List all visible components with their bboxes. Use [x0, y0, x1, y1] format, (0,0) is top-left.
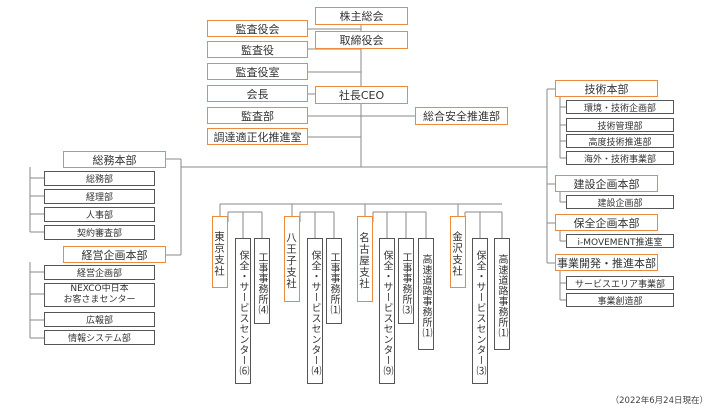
- hachioji-branch-box: 八王子支社: [284, 216, 300, 302]
- tokyo-construction-office-box: 工事事務所⑷: [254, 238, 270, 324]
- audit-board-box: 監査役会: [207, 20, 308, 37]
- pr-dept-box: 広報部: [44, 312, 155, 327]
- shareholders-meeting-box: 株主総会: [315, 7, 408, 25]
- customer-center-line1: NEXCO中日本: [70, 284, 129, 294]
- kanazawa-branch-box: 金沢支社: [450, 216, 466, 288]
- nagoya-expressway-office-box: 高速道路事務所⑴: [418, 238, 434, 350]
- kanazawa-maintenance-center-box: 保全・サービスセンター⑶: [472, 238, 488, 384]
- info-systems-dept-box: 情報システム部: [44, 330, 155, 345]
- i-movement-office-box: i-MOVEMENT推進室: [566, 234, 674, 248]
- hachioji-construction-office-box: 工事事務所⑴: [326, 238, 342, 324]
- procurement-office-box: 調達適正化推進室: [207, 128, 308, 145]
- nagoya-maintenance-center-box: 保全・サービスセンター⑼: [379, 238, 395, 384]
- customer-center-box: NEXCO中日本 お客さまセンター: [44, 283, 155, 307]
- as-of-date: （2022年6月24日現在）: [610, 396, 708, 406]
- management-planning-dept-box: 経営企画部: [44, 265, 155, 280]
- tech-management-box: 技術管理部: [566, 118, 674, 132]
- environment-tech-planning-box: 環境・技術企画部: [566, 100, 674, 114]
- maintenance-planning-hq-box: 保全企画本部: [555, 214, 658, 231]
- board-of-directors-box: 取締役会: [315, 31, 408, 49]
- audit-department-box: 監査部: [207, 107, 308, 124]
- advanced-tech-box: 高度技術推進部: [566, 134, 674, 148]
- contract-review-dept-box: 契約審査部: [44, 225, 155, 240]
- general-affairs-hq-box: 総務本部: [63, 151, 166, 168]
- construction-planning-dept-box: 建設企画部: [566, 195, 674, 209]
- kanazawa-expressway-office-box: 高速道路事務所⑴: [494, 238, 510, 350]
- tokyo-branch-box: 東京支社: [212, 216, 228, 288]
- accounting-dept-box: 経理部: [44, 189, 155, 204]
- nagoya-construction-office-box: 工事事務所⑶: [398, 238, 414, 324]
- nagoya-branch-box: 名古屋支社: [357, 216, 373, 302]
- service-area-dept-box: サービスエリア事業部: [566, 276, 674, 290]
- construction-planning-hq-box: 建設企画本部: [555, 175, 658, 192]
- overseas-tech-box: 海外・技術事業部: [566, 151, 674, 165]
- tokyo-maintenance-center-box: 保全・サービスセンター⑹: [235, 238, 251, 384]
- ceo-box: 社長CEO: [315, 86, 408, 104]
- business-creation-dept-box: 事業創造部: [566, 293, 674, 307]
- general-affairs-dept-box: 総務部: [44, 171, 155, 186]
- safety-promotion-box: 総合安全推進部: [415, 107, 508, 125]
- chairman-box: 会長: [207, 85, 308, 102]
- hr-dept-box: 人事部: [44, 207, 155, 222]
- technology-hq-box: 技術本部: [555, 80, 658, 97]
- business-development-hq-box: 事業開発・推進本部: [555, 254, 658, 271]
- auditor-office-box: 監査役室: [207, 63, 308, 80]
- hachioji-maintenance-center-box: 保全・サービスセンター⑷: [307, 238, 323, 384]
- auditor-box: 監査役: [207, 41, 308, 58]
- management-planning-hq-box: 経営企画本部: [63, 246, 166, 263]
- customer-center-line2: お客さまセンター: [63, 295, 136, 305]
